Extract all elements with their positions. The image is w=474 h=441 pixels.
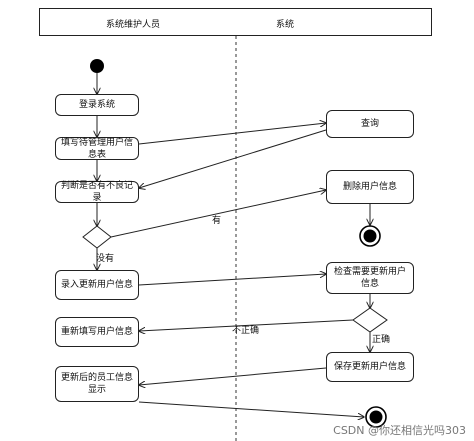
lane-title-system: 系统 [276, 20, 295, 30]
edge-label-no: 没有 [96, 254, 115, 264]
decision-bad-record [82, 225, 112, 249]
edge-save-show [139, 367, 327, 385]
edge-label-correct: 正确 [372, 335, 391, 345]
edge-decision-refill [139, 319, 354, 331]
activity-check-bad-record: 判断是否有不良记录 [55, 181, 139, 203]
end-node-delete-core [363, 229, 377, 243]
activity-fill-info: 填写待管理用户信息表 [55, 137, 139, 160]
lane-title-maintainer: 系统维护人员 [106, 20, 161, 30]
start-node [90, 59, 104, 73]
activity-check-update: 检查需要更新用户信息 [326, 262, 414, 294]
activity-delete-user: 删除用户信息 [326, 170, 414, 204]
edge-show-end [138, 401, 364, 417]
activity-query: 查询 [326, 110, 414, 138]
swimlane-header: 系统维护人员 系统 [39, 8, 432, 36]
activity-refill: 重新填写用户信息 [55, 317, 139, 347]
edge-decision-delete [110, 190, 326, 238]
edge-fill-query [138, 123, 326, 145]
activity-enter-update: 录入更新用户信息 [55, 270, 139, 300]
edge-query-check [139, 129, 327, 188]
activity-show-updated: 更新后的员工信息显示 [55, 366, 139, 402]
activity-login: 登录系统 [55, 94, 139, 116]
end-node-final-core [369, 410, 383, 424]
decision-correct [352, 307, 388, 333]
edge-label-incorrect: 不正确 [232, 326, 260, 336]
edge-label-yes: 有 [212, 216, 222, 226]
edge-enter-checkupdate [138, 274, 326, 286]
activity-save-update: 保存更新用户信息 [326, 352, 414, 382]
watermark: CSDN @你还相信光吗303 [333, 424, 466, 437]
